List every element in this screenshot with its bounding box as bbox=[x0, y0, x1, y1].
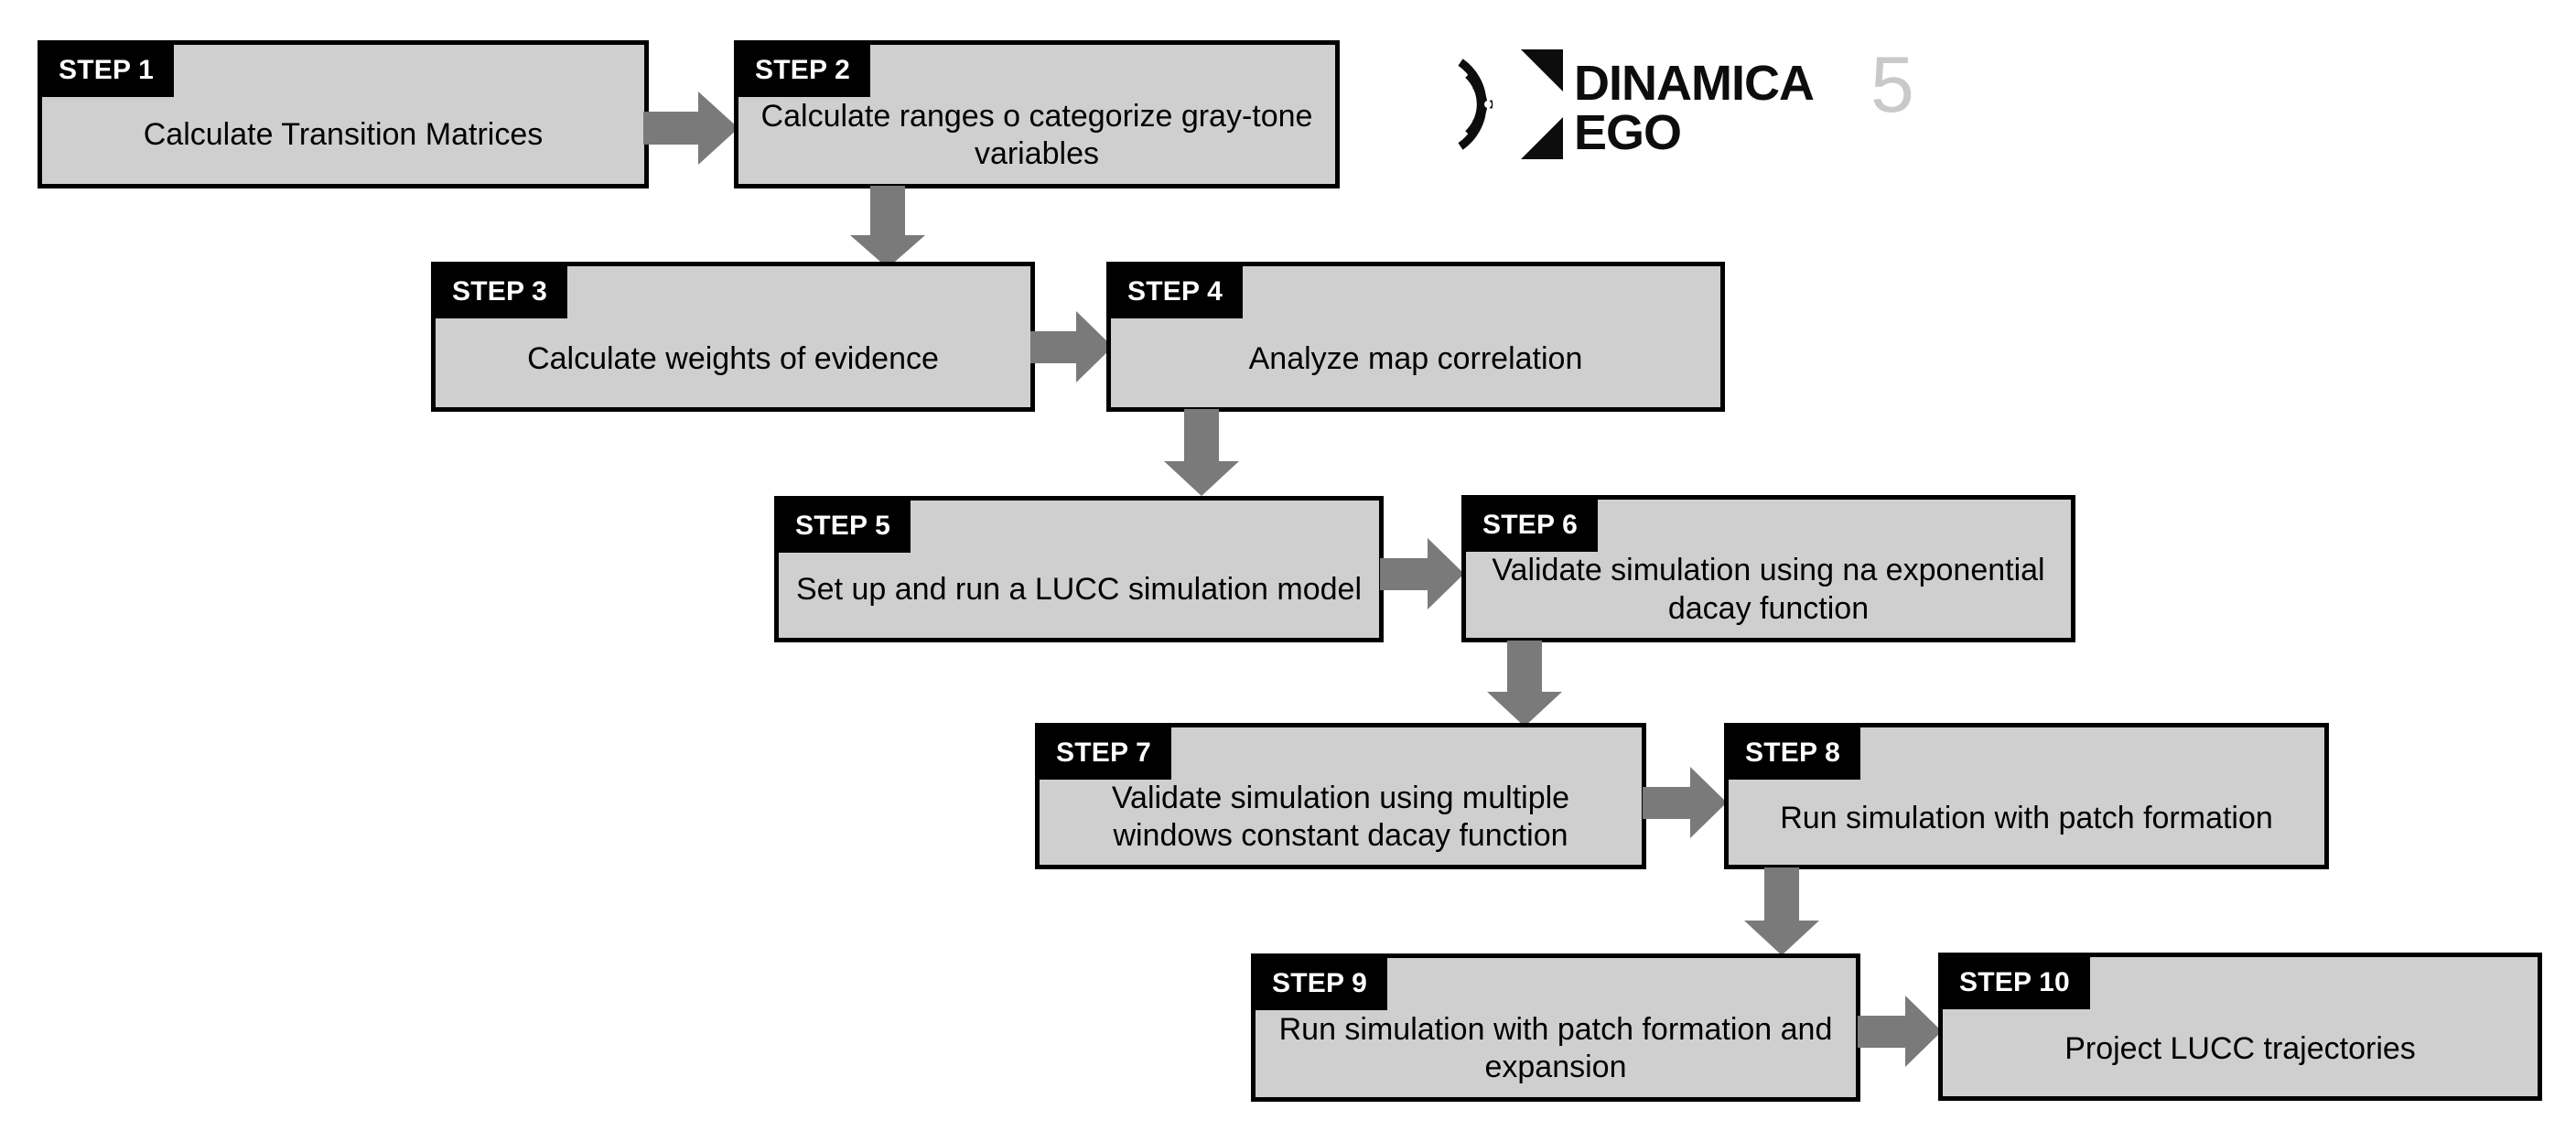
step-box-5[interactable]: Set up and run a LUCC simulation model S… bbox=[774, 496, 1384, 642]
arrow-right-icon bbox=[1643, 767, 1727, 838]
step-1-tab: STEP 1 bbox=[42, 45, 175, 97]
step-10-tab: STEP 10 bbox=[1943, 957, 2090, 1009]
arrow-down-icon bbox=[1487, 641, 1562, 727]
step-box-8[interactable]: Run simulation with patch formation STEP… bbox=[1724, 723, 2329, 869]
step-box-7[interactable]: Validate simulation using multiple windo… bbox=[1035, 723, 1646, 869]
dinamica-spiral-icon bbox=[1457, 49, 1563, 159]
arrow-right-icon bbox=[1858, 996, 1942, 1067]
logo-version: 5 bbox=[1870, 41, 1914, 129]
logo-name: DINAMICA bbox=[1574, 56, 1815, 111]
logo-wordmark: DINAMICA EGO bbox=[1574, 56, 1815, 160]
step-box-9[interactable]: Run simulation with patch formation and … bbox=[1251, 953, 1860, 1102]
step-box-4[interactable]: Analyze map correlation STEP 4 bbox=[1106, 262, 1725, 412]
connector-step3-to-step4 bbox=[1030, 311, 1113, 384]
arrow-down-icon bbox=[1744, 867, 1819, 955]
step-5-label: Set up and run a LUCC simulation model bbox=[796, 572, 1362, 608]
connector-step6-to-step7 bbox=[1487, 641, 1562, 727]
connector-step1-to-step2 bbox=[643, 92, 738, 167]
step-2-tab: STEP 2 bbox=[738, 45, 871, 97]
step-1-label: Calculate Transition Matrices bbox=[143, 117, 544, 153]
step-box-6[interactable]: Validate simulation using na exponential… bbox=[1461, 495, 2075, 642]
step-7-label: Validate simulation using multiple windo… bbox=[1111, 780, 1570, 853]
connector-step4-to-step5 bbox=[1164, 409, 1239, 496]
step-10-label: Project LUCC trajectories bbox=[2064, 1031, 2416, 1067]
connector-step5-to-step6 bbox=[1380, 538, 1464, 611]
arrow-down-icon bbox=[850, 186, 925, 268]
step-box-10[interactable]: Project LUCC trajectories STEP 10 bbox=[1938, 953, 2542, 1101]
connector-step8-to-step9 bbox=[1744, 867, 1819, 955]
step-9-tab: STEP 9 bbox=[1256, 958, 1388, 1010]
step-5-tab: STEP 5 bbox=[779, 501, 911, 553]
arrow-right-icon bbox=[1030, 311, 1113, 382]
connector-step2-to-step3 bbox=[850, 186, 925, 268]
step-4-tab: STEP 4 bbox=[1111, 266, 1244, 318]
step-box-2[interactable]: Calculate ranges o categorize gray-tone … bbox=[734, 40, 1340, 188]
step-3-tab: STEP 3 bbox=[436, 266, 568, 318]
connector-step9-to-step10 bbox=[1858, 996, 1942, 1069]
arrow-right-icon bbox=[643, 92, 738, 165]
step-6-tab: STEP 6 bbox=[1466, 500, 1599, 552]
dinamica-ego-logo: DINAMICA EGO 5 bbox=[1457, 44, 1914, 163]
step-2-label: Calculate ranges o categorize gray-tone … bbox=[760, 98, 1313, 171]
step-7-tab: STEP 7 bbox=[1040, 727, 1172, 780]
step-4-label: Analyze map correlation bbox=[1248, 341, 1583, 377]
step-box-1[interactable]: Calculate Transition Matrices STEP 1 bbox=[38, 40, 649, 188]
arrow-down-icon bbox=[1164, 409, 1239, 496]
logo-suffix: EGO bbox=[1574, 104, 1682, 160]
step-3-label: Calculate weights of evidence bbox=[527, 341, 939, 377]
step-8-tab: STEP 8 bbox=[1729, 727, 1861, 780]
step-9-label: Run simulation with patch formation and … bbox=[1278, 1011, 1833, 1084]
step-8-label: Run simulation with patch formation bbox=[1780, 801, 2273, 836]
step-6-label: Validate simulation using na exponential… bbox=[1492, 553, 2045, 626]
connector-step7-to-step8 bbox=[1643, 767, 1727, 840]
arrow-right-icon bbox=[1380, 538, 1464, 609]
step-box-3[interactable]: Calculate weights of evidence STEP 3 bbox=[431, 262, 1035, 412]
